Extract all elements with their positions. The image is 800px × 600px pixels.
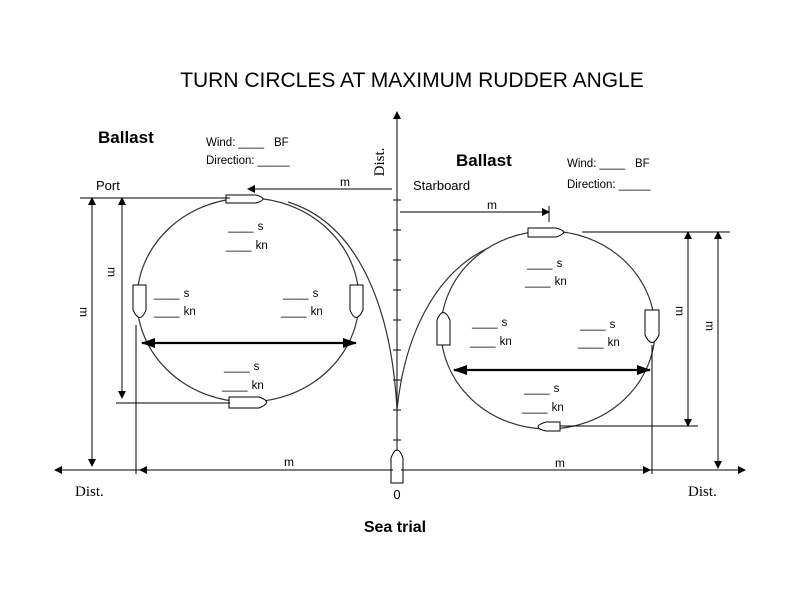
port-unit-outer: m [77, 307, 91, 317]
port-reading-top-time: ____s [227, 221, 264, 233]
starboard-direction-label: Direction:_____ [567, 179, 651, 191]
starboard-approach-track [396, 247, 489, 411]
port-reading-bottom-time: ____s [223, 361, 260, 373]
port-reading-left-speed: ____kn [153, 306, 196, 318]
port-reading-bottom-speed: ____kn [221, 380, 264, 392]
starboard-side-label: Starboard [413, 178, 470, 193]
port-ship-right [349, 284, 364, 318]
port-ship-top [225, 194, 264, 204]
port-wind-label: Wind:____BF [206, 137, 289, 149]
starboard-unit-inner: m [673, 306, 687, 316]
starboard-ship-left [436, 312, 451, 346]
port-approach-track [287, 201, 398, 411]
starboard-reading-bottom-time: ____s [523, 383, 560, 395]
starboard-condition-label: Ballast [456, 151, 512, 170]
starboard-ship-top [527, 227, 564, 238]
vertical-axis-label: Dist. [372, 148, 388, 177]
port-reading-top-speed: ____kn [225, 240, 268, 252]
port-direction-label: Direction:_____ [206, 155, 290, 167]
port-turn-circle-group: m m m m Ballast Port Wind:____BF Directi… [77, 128, 393, 474]
right-axis-label: Dist. [688, 484, 717, 500]
port-unit-bottom: m [284, 455, 294, 469]
starboard-ship-right [644, 309, 660, 343]
port-unit-inner: m [105, 267, 119, 277]
port-reading-left-time: ____s [153, 288, 190, 300]
starboard-ship-bottom [537, 421, 561, 432]
starboard-unit-outer: m [703, 321, 717, 331]
starboard-reading-right-speed: ____kn [577, 337, 620, 349]
port-ship-left [132, 284, 147, 318]
starboard-wind-label: Wind:____BF [567, 158, 650, 170]
port-reading-right-time: ____s [282, 288, 319, 300]
port-unit-transfer: m [340, 175, 350, 189]
footer-label: Sea trial [364, 519, 426, 536]
starboard-reading-right-time: ____s [579, 319, 616, 331]
starboard-reading-top-time: ____s [526, 258, 563, 270]
starboard-reading-top-speed: ____kn [524, 276, 567, 288]
port-side-label: Port [96, 178, 120, 193]
starboard-reading-left-speed: ____kn [469, 336, 512, 348]
origin-label: 0 [393, 487, 400, 502]
start-ship [390, 449, 404, 484]
starboard-reading-left-time: ____s [471, 317, 508, 329]
port-condition-label: Ballast [98, 128, 154, 147]
port-ship-bottom [228, 396, 267, 409]
port-reading-right-speed: ____kn [280, 306, 323, 318]
diagram-title: TURN CIRCLES AT MAXIMUM RUDDER ANGLE [180, 69, 644, 92]
vertical-axis-ticks [393, 199, 401, 441]
starboard-turn-circle-group: m m m m Ballast Starboard Wind:____BF Di… [400, 151, 730, 474]
starboard-unit-bottom: m [555, 456, 565, 470]
starboard-unit-transfer: m [487, 198, 497, 212]
starboard-reading-bottom-speed: ____kn [521, 402, 564, 414]
left-axis-label: Dist. [75, 484, 104, 500]
